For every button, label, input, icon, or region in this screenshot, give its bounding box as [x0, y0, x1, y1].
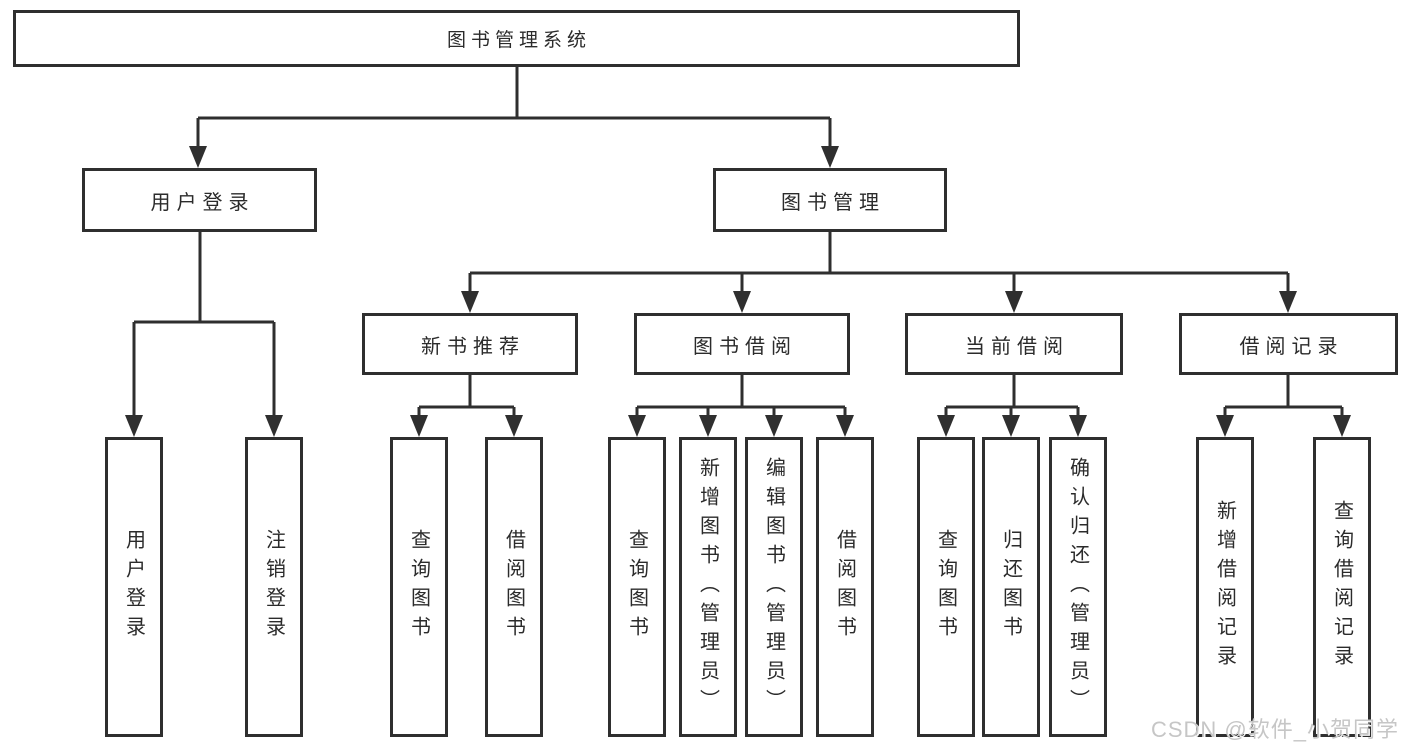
leaf-label: 查询图书 — [407, 529, 430, 645]
node-book-borrow: 图书借阅 — [634, 313, 850, 375]
node-user-login: 用户登录 — [82, 168, 317, 232]
node-borrow-record: 借阅记录 — [1179, 313, 1398, 375]
leaf-label: 查询借阅记录 — [1330, 500, 1353, 674]
leaf-label: 借阅图书 — [833, 529, 856, 645]
leaf-logout: 注销登录 — [245, 437, 303, 737]
node-current-borrow: 当前借阅 — [905, 313, 1123, 375]
node-book-management: 图书管理 — [713, 168, 947, 232]
leaf-borrow-books: 借阅图书 — [485, 437, 543, 737]
leaf-label: 注销登录 — [262, 529, 285, 645]
leaf-label: 新增借阅记录 — [1213, 500, 1236, 674]
leaf-query-books: 查询图书 — [917, 437, 975, 737]
leaf-query-books: 查询图书 — [390, 437, 448, 737]
leaf-label: 借阅图书 — [502, 529, 525, 645]
leaf-label: 新增图书（管理员） — [696, 456, 719, 718]
leaf-query-borrow-record: 查询借阅记录 — [1313, 437, 1371, 737]
leaf-label: 编辑图书（管理员） — [762, 456, 785, 718]
leaf-return-books: 归还图书 — [982, 437, 1040, 737]
csdn-watermark: CSDN @软件_小贺同学 — [1150, 717, 1399, 742]
leaf-edit-book-admin: 编辑图书（管理员） — [745, 437, 803, 737]
node-system-root: 图书管理系统 — [13, 10, 1020, 67]
leaf-label: 查询图书 — [625, 529, 648, 645]
leaf-label: 查询图书 — [934, 529, 957, 645]
node-new-book-recommend: 新书推荐 — [362, 313, 578, 375]
leaf-label: 用户登录 — [122, 529, 145, 645]
leaf-query-books: 查询图书 — [608, 437, 666, 737]
leaf-label: 确认归还（管理员） — [1066, 456, 1089, 718]
leaf-label: 归还图书 — [999, 529, 1022, 645]
leaf-user-login: 用户登录 — [105, 437, 163, 737]
leaf-confirm-return-admin: 确认归还（管理员） — [1049, 437, 1107, 737]
leaf-add-borrow-record: 新增借阅记录 — [1196, 437, 1254, 737]
leaf-add-book-admin: 新增图书（管理员） — [679, 437, 737, 737]
leaf-borrow-books: 借阅图书 — [816, 437, 874, 737]
